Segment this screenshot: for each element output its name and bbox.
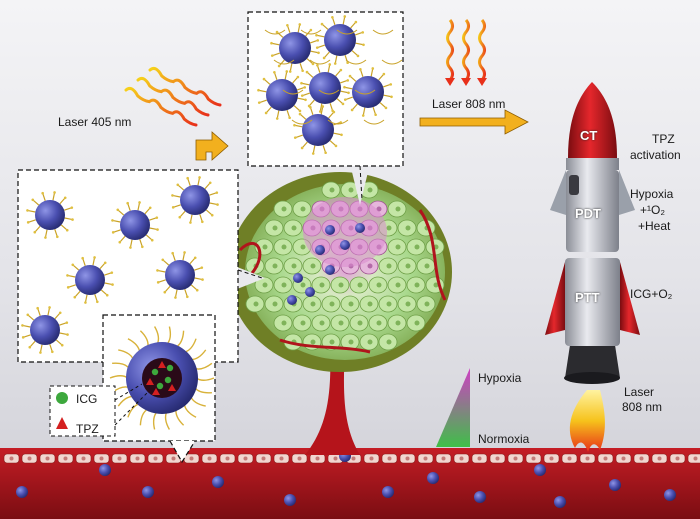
laser-808-bottom-label-1: Laser [624,385,655,399]
hypoxia-label: Hypoxia [478,371,522,385]
nanoparticle [270,23,320,73]
pdt-desc-1: Hypoxia [630,187,674,201]
laser-808-top-label: Laser 808 nm [432,97,506,111]
rocket-ptt-label: PTT [575,290,600,305]
rocket-flame [569,390,605,452]
nanoparticle [315,15,365,65]
rocket-nozzle [565,345,620,378]
nanoparticle [99,464,111,476]
nanoparticle [212,476,224,488]
nanoparticle [343,67,393,117]
aggregated-nanoparticles [257,15,403,155]
nanoparticle [427,472,439,484]
laser-405-label: Laser 405 nm [58,115,132,129]
nanoparticle [609,479,621,491]
tpz-marker [56,417,68,429]
icg-marker [56,392,68,404]
pdt-desc-3: +Heat [638,219,671,233]
nanoparticle [111,201,159,249]
tumor-nanoparticles [287,223,365,305]
nanoparticle [142,486,154,498]
rocket-stage-ct [568,82,617,158]
ptt-desc: ICG+O₂ [630,287,673,301]
rocket-fin-left [545,262,565,335]
rocket-stage-ptt [565,258,620,346]
dispersed-nanoparticles [21,176,219,354]
tumor [228,172,452,372]
oxygen-gradient-bar [436,368,470,447]
pdt-desc-2: +¹O₂ [640,203,665,217]
nanoparticle [257,70,307,120]
rocket-ct-label: CT [580,128,598,143]
nanoparticle [534,464,546,476]
nanoparticle [66,256,114,304]
circulating-nanoparticles [16,450,676,508]
ct-desc-2: activation [630,148,681,162]
laser-405-waves [124,66,222,127]
hypoxic-core [303,197,387,267]
rocket [545,82,640,452]
process-arrow-right [419,109,529,135]
nanoparticle [156,251,204,299]
legend-markers [49,383,149,437]
nanoparticle [171,176,219,224]
process-arrow-up [195,131,229,161]
nanoparticle [284,494,296,506]
endothelial-cells [3,453,700,464]
rocket-pdt-label: PDT [575,206,601,221]
icg-label: ICG [76,392,98,406]
laser-808-waves [445,19,487,86]
nanoparticle [300,63,350,113]
nanoparticle [474,491,486,503]
nanoparticle [554,496,566,508]
laser-808-bottom-label-2: 808 nm [622,400,663,414]
nanoparticle [16,486,28,498]
tpz-label: TPZ [76,422,99,436]
nanoparticle [382,486,394,498]
nanoparticle [26,191,74,239]
rocket-stage-pdt [566,170,619,252]
normoxia-label: Normoxia [478,432,530,446]
rocket-fin-right [620,262,640,335]
nanoparticle-cross-section [109,326,215,430]
nanoparticle [664,489,676,501]
ct-desc-1: TPZ [652,132,675,146]
tumor-feeding-vessel [305,350,360,455]
nanoparticle [21,306,69,354]
